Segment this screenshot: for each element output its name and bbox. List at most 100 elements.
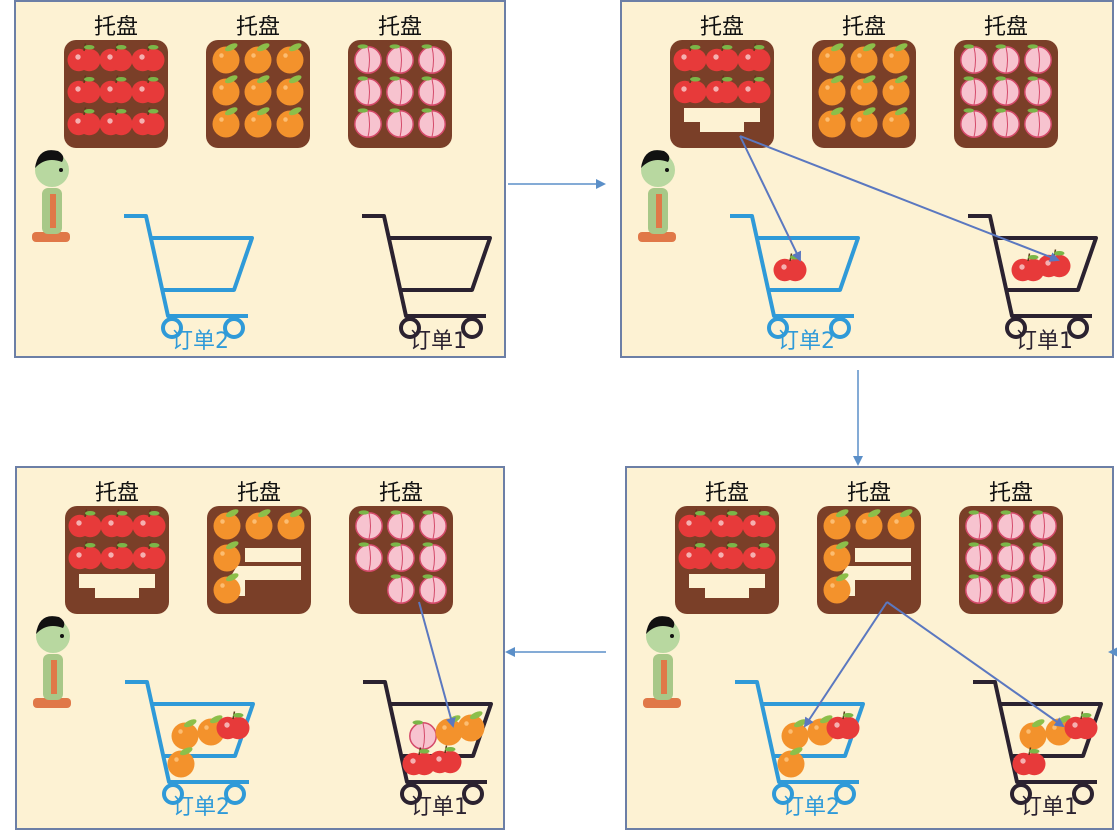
apple-icon <box>131 107 165 136</box>
tray-apple: 托盘 <box>670 15 774 148</box>
tray-peach: 托盘 <box>954 15 1058 148</box>
peach-icon <box>354 108 382 138</box>
tray-peach: 托盘 <box>349 481 453 614</box>
peach-icon <box>992 76 1020 106</box>
transfer-arrow <box>418 601 456 728</box>
tray-orange: 托盘 <box>206 15 310 148</box>
peach-icon <box>418 76 446 106</box>
transfer-arrow <box>739 135 1060 262</box>
peach-icon <box>997 542 1025 572</box>
orange-icon <box>850 107 878 138</box>
peach-icon <box>387 510 415 540</box>
peach-icon <box>965 510 993 540</box>
apple-icon <box>737 43 771 72</box>
apple-icon <box>742 509 776 538</box>
tray-label: 托盘 <box>236 15 280 40</box>
peach-icon <box>419 574 447 604</box>
peach-icon <box>386 108 414 138</box>
apple-icon <box>216 711 250 740</box>
orange-icon <box>850 43 878 74</box>
apple-icon <box>773 253 807 282</box>
orange-icon <box>855 509 883 540</box>
apple-icon <box>737 75 771 104</box>
apple-icon <box>705 43 739 72</box>
apple-icon <box>132 541 166 570</box>
orange-icon <box>276 43 304 74</box>
orange-icon <box>1019 719 1047 750</box>
tray-label: 托盘 <box>700 15 744 40</box>
orange-icon <box>850 75 878 106</box>
peach-icon <box>1024 44 1052 74</box>
peach-icon <box>960 108 988 138</box>
peach-icon <box>1029 510 1057 540</box>
orange-icon <box>244 107 272 138</box>
orange-icon <box>212 107 240 138</box>
peach-icon <box>355 542 383 572</box>
transfer-arrow <box>886 601 1065 728</box>
tray-label: 托盘 <box>379 481 423 506</box>
order-label: 订单2 <box>777 329 835 354</box>
apple-icon <box>131 75 165 104</box>
peach-icon <box>960 76 988 106</box>
peach-icon <box>354 76 382 106</box>
shopping-cart-icon: 订单1 <box>973 680 1103 820</box>
orange-icon <box>244 43 272 74</box>
orange-icon <box>245 509 273 540</box>
apple-icon <box>678 509 712 538</box>
peach-icon <box>965 542 993 572</box>
apple-icon <box>100 509 134 538</box>
peach-icon <box>386 44 414 74</box>
shopping-cart-icon: 订单2 <box>735 680 865 820</box>
apple-icon <box>99 107 133 136</box>
orange-icon <box>882 107 910 138</box>
orange-icon <box>167 747 195 778</box>
tray-label: 托盘 <box>705 481 749 506</box>
tray-apple: 托盘 <box>64 15 168 148</box>
order-label: 订单2 <box>172 795 230 820</box>
orange-icon <box>818 43 846 74</box>
peach-icon <box>1024 76 1052 106</box>
scene-panel-2: 托盘 托盘 托盘订单2 订单1 <box>620 0 1114 358</box>
orange-icon <box>171 719 199 750</box>
shopping-cart-icon: 订单2 <box>125 680 255 820</box>
peach-icon <box>354 44 382 74</box>
tray-apple: 托盘 <box>675 481 779 614</box>
tray-orange: 托盘 <box>817 481 921 614</box>
orange-icon <box>823 509 851 540</box>
apple-icon <box>673 75 707 104</box>
orange-icon <box>213 509 241 540</box>
tray-label: 托盘 <box>984 15 1028 40</box>
orange-icon <box>882 75 910 106</box>
order-label: 订单1 <box>1015 329 1073 354</box>
tray-label: 托盘 <box>95 481 139 506</box>
apple-icon <box>131 43 165 72</box>
orange-icon <box>818 107 846 138</box>
orange-icon <box>277 509 305 540</box>
orange-icon <box>276 107 304 138</box>
tray-peach: 托盘 <box>348 15 452 148</box>
apple-icon <box>132 509 166 538</box>
apple-icon <box>673 43 707 72</box>
orange-icon <box>212 75 240 106</box>
transfer-arrow <box>803 601 888 728</box>
apple-icon <box>705 75 739 104</box>
person-icon <box>638 150 676 242</box>
peach-icon <box>419 542 447 572</box>
orange-icon <box>213 573 241 604</box>
peach-icon <box>418 108 446 138</box>
peach-icon <box>1029 574 1057 604</box>
orange-icon <box>781 719 809 750</box>
tray-orange: 托盘 <box>812 15 916 148</box>
orange-icon <box>823 573 851 604</box>
peach-icon <box>1029 542 1057 572</box>
orange-icon <box>213 541 241 572</box>
tray-label: 托盘 <box>847 481 891 506</box>
tray-label: 托盘 <box>378 15 422 40</box>
tray-peach: 托盘 <box>959 481 1063 614</box>
apple-icon <box>67 43 101 72</box>
